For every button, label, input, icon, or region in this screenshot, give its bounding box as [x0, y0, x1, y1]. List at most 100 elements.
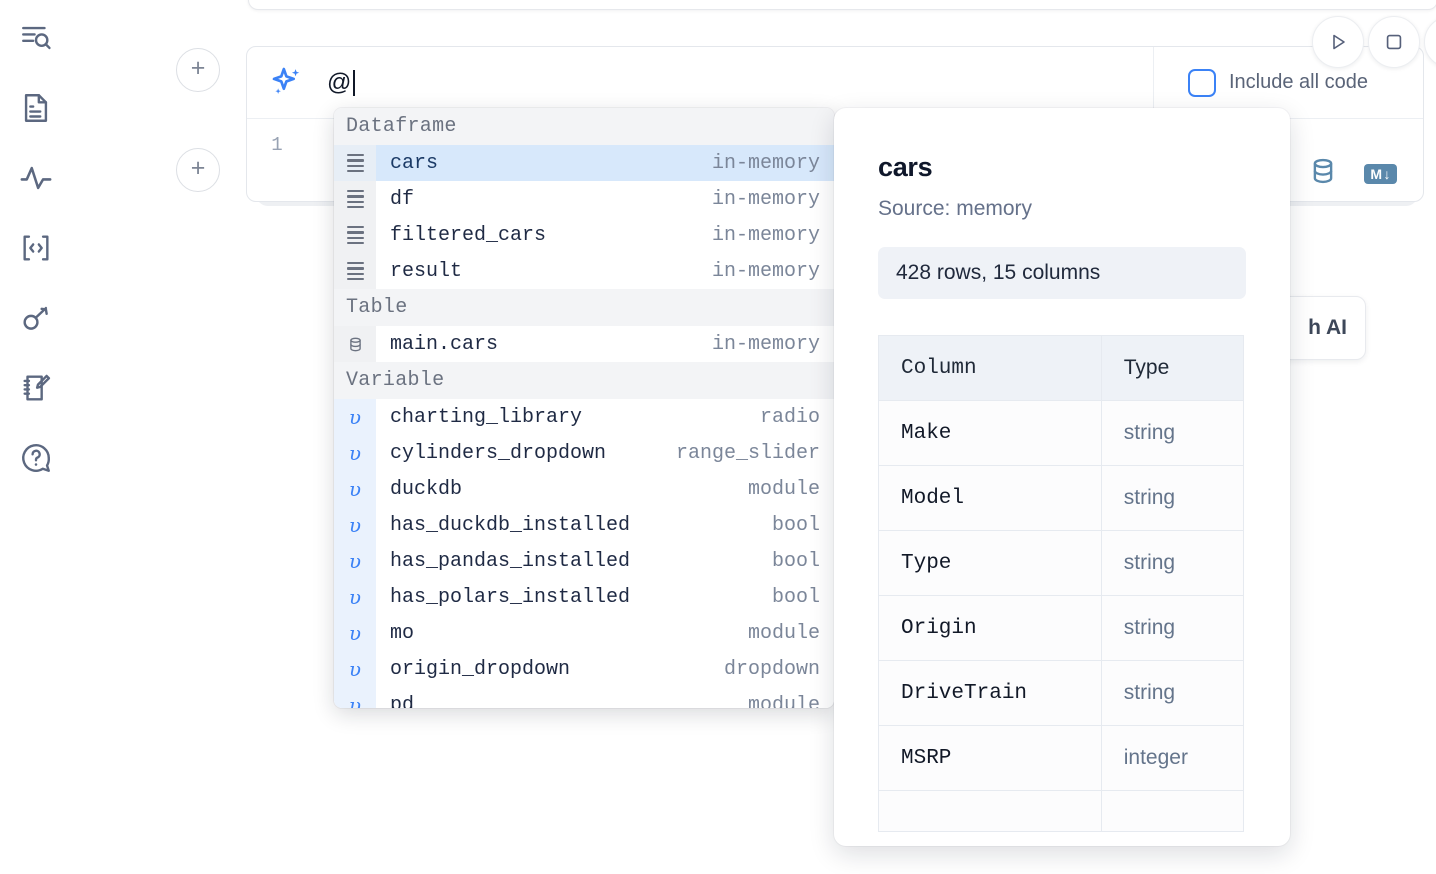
include-all-code-checkbox[interactable] [1188, 68, 1216, 97]
autocomplete-item[interactable]: υ has_pandas_installed bool [334, 543, 834, 579]
explore-icon[interactable] [14, 16, 58, 60]
dataframe-icon [334, 145, 376, 181]
autocomplete-item-type: dropdown [723, 657, 820, 681]
column-name-cell: Model [878, 465, 1102, 531]
column-type-cell: string [1101, 660, 1244, 726]
autocomplete-item-name: has_polars_installed [390, 585, 631, 609]
column-type-cell: string [1101, 595, 1244, 661]
include-all-code-label: Include all code [1229, 71, 1368, 93]
autocomplete-group-header: Table [334, 289, 834, 326]
generate-with-ai-label: h AI [1308, 316, 1347, 339]
autocomplete-item-name: origin_dropdown [390, 657, 571, 681]
variable-detail-panel: cars Source: memory 428 rows, 15 columns… [834, 108, 1290, 846]
help-icon[interactable] [14, 436, 58, 480]
autocomplete-item-type: in-memory [711, 223, 820, 247]
autocomplete-item-name: filtered_cars [390, 223, 547, 247]
more-options-button[interactable] [1424, 16, 1436, 68]
variable-icon: υ [334, 615, 376, 651]
autocomplete-item-name: duckdb [390, 477, 463, 501]
variable-icon: υ [334, 579, 376, 615]
stop-button[interactable] [1368, 16, 1420, 68]
autocomplete-item-type: in-memory [711, 187, 820, 211]
autocomplete-item-name: has_duckdb_installed [390, 513, 631, 537]
plus-icon: + [190, 154, 206, 182]
detail-source: Source: memory [878, 197, 1033, 220]
column-name-cell: DriveTrain [878, 660, 1102, 726]
autocomplete-item[interactable]: main.cars in-memory [334, 326, 834, 362]
autocomplete-item[interactable]: υ has_polars_installed bool [334, 579, 834, 615]
add-cell-above-button[interactable]: + [176, 48, 220, 92]
panel-above [248, 0, 1436, 10]
autocomplete-item-type: module [747, 621, 820, 645]
autocomplete-item-type: in-memory [711, 259, 820, 283]
autocomplete-item-name: cylinders_dropdown [390, 441, 607, 465]
key-icon[interactable] [14, 296, 58, 340]
variable-icon: υ [334, 507, 376, 543]
text-caret [352, 69, 355, 96]
detail-title: cars [878, 152, 933, 182]
variable-icon: υ [334, 687, 376, 708]
column-type-cell [1101, 790, 1244, 832]
table-column-header: Type [1101, 335, 1244, 401]
ai-prompt-input[interactable]: @ [327, 47, 1153, 118]
autocomplete-item[interactable]: filtered_cars in-memory [334, 217, 834, 253]
run-button[interactable] [1312, 16, 1364, 68]
variable-icon: υ [334, 471, 376, 507]
autocomplete-item-name: pd [390, 693, 415, 709]
detail-shape: 428 rows, 15 columns [878, 247, 1246, 299]
include-all-code-group: Include all code [1153, 47, 1423, 118]
variable-icon: υ [334, 435, 376, 471]
autocomplete-item-name: has_pandas_installed [390, 549, 631, 573]
line-number: 1 [271, 134, 283, 156]
column-type-cell: string [1101, 465, 1244, 531]
table-column-header: Column [878, 335, 1102, 401]
column-name-cell: MSRP [878, 725, 1102, 791]
autocomplete-item-type: in-memory [711, 332, 820, 356]
autocomplete-item-type: module [747, 477, 820, 501]
autocomplete-item-type: bool [771, 585, 820, 609]
document-icon[interactable] [14, 86, 58, 130]
autocomplete-item-name: charting_library [390, 405, 583, 429]
cell-type-icons: M↓ [1308, 156, 1397, 191]
database-icon[interactable] [1308, 156, 1338, 191]
add-cell-below-button[interactable]: + [176, 148, 220, 192]
table-row [878, 790, 1244, 832]
column-name-cell: Make [878, 400, 1102, 466]
code-icon[interactable] [14, 226, 58, 270]
column-type-cell: string [1101, 530, 1244, 596]
scratchpad-icon[interactable] [14, 366, 58, 410]
variable-icon: υ [334, 399, 376, 435]
table-icon [334, 326, 376, 362]
sparkles-icon [247, 64, 327, 102]
markdown-icon[interactable]: M↓ [1364, 163, 1397, 184]
markdown-badge-letter: M [1370, 165, 1383, 182]
column-type-cell: integer [1101, 725, 1244, 791]
autocomplete-group-header: Dataframe [334, 108, 834, 145]
variable-icon: υ [334, 543, 376, 579]
markdown-badge-arrow: ↓ [1383, 165, 1391, 182]
dataframe-icon [334, 217, 376, 253]
column-type-cell: string [1101, 400, 1244, 466]
left-icon-rail [0, 0, 72, 874]
activity-icon[interactable] [14, 156, 58, 200]
autocomplete-item-name: main.cars [390, 332, 499, 356]
autocomplete-item-type: bool [771, 549, 820, 573]
